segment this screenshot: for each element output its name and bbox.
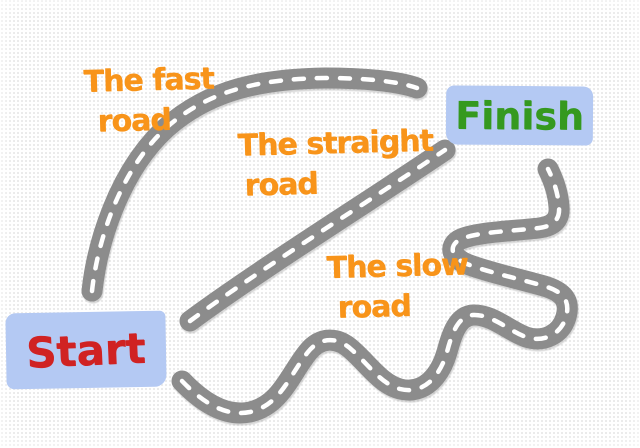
fast-road-label-line1: The fast [83, 61, 215, 100]
slow-road-label-line2: road [337, 288, 412, 326]
straight-road-label: The straight road [237, 121, 434, 206]
slow-road-label-line1: The slow [326, 247, 468, 286]
start-badge: Start [5, 310, 167, 390]
straight-road [179, 139, 456, 332]
straight-road-centerline-dashes [187, 147, 448, 324]
start-badge-label: Start [25, 322, 147, 378]
fast-road-label-line2: road [97, 102, 172, 140]
finish-badge: Finish [445, 85, 594, 146]
slow-road [171, 158, 578, 424]
slow-road-label: The slow road [326, 245, 469, 329]
straight-road-label-line1: The straight [237, 123, 434, 164]
straight-road-label-line2: road [244, 166, 319, 204]
fast-road [81, 67, 428, 302]
slow-road-centerline-dashes [179, 166, 570, 416]
finish-badge-label: Finish [454, 93, 585, 138]
fast-road-label: The fast road [83, 59, 215, 142]
fast-road-centerline-dashes [89, 75, 420, 294]
